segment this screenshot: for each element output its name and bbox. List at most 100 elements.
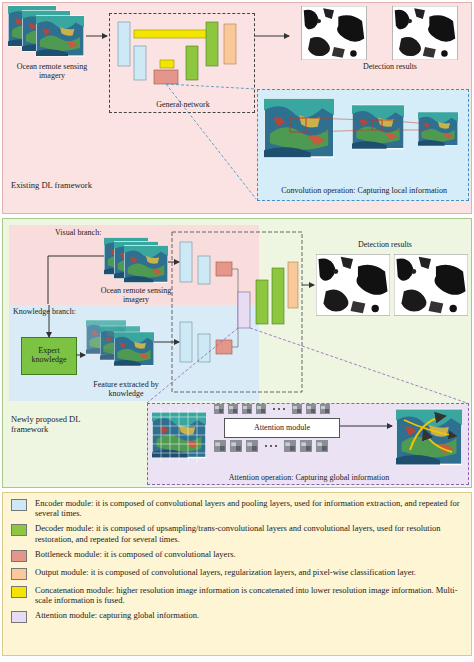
node-text: Attention operation: Capturing global in…	[148, 473, 470, 482]
illustration-part	[186, 46, 198, 80]
illustration-part	[180, 322, 192, 362]
illustration-part	[273, 408, 275, 410]
legend-entry: Encoder module: it is composed of convol…	[11, 498, 463, 518]
illustration-part	[134, 30, 214, 38]
operation-box: Attention operation: Capturing global in…	[147, 403, 469, 485]
illustration-part	[393, 6, 458, 60]
illustration-part	[152, 453, 206, 454]
node-text: Convolution operation: Capturing local i…	[258, 186, 470, 195]
process-box: Expert knowledge	[21, 337, 77, 375]
illustration-part	[418, 112, 458, 145]
illustration-part	[170, 408, 171, 462]
illustration-part	[228, 404, 238, 414]
legend-text: Attention module: capturing global infor…	[35, 610, 199, 620]
image-caption: Detection results	[330, 240, 440, 249]
network-blocks	[180, 242, 298, 362]
illustration-part	[306, 118, 430, 132]
legend-swatch	[11, 524, 27, 536]
flow-arrow	[254, 36, 289, 37]
illustration-part	[242, 404, 252, 414]
image-caption: Ocean remote sensing imagery	[96, 286, 176, 304]
illustration-part	[382, 120, 430, 124]
illustration-part	[8, 6, 56, 46]
illustration-part	[288, 262, 298, 308]
legend-entry: Decoder module: it is composed of upsamp…	[11, 523, 463, 543]
illustration-part	[216, 262, 232, 276]
flow-arrow	[49, 305, 50, 337]
illustration-part	[161, 408, 162, 462]
illustration-part	[147, 328, 238, 403]
illustration-part	[224, 24, 236, 64]
illustration-part	[246, 440, 258, 452]
detection-images	[302, 6, 458, 60]
illustration-part	[316, 440, 328, 452]
node-text: General network	[110, 100, 256, 109]
node-text: Expert knowledge	[22, 338, 76, 374]
detection-images	[316, 254, 468, 316]
legend-text: Encoder module: it is composed of convol…	[35, 498, 463, 518]
illustration-part	[320, 404, 330, 414]
illustration-part	[264, 99, 334, 157]
knowledge-feature-images	[86, 320, 154, 365]
illustration-part	[152, 408, 206, 462]
flow-arrow	[86, 36, 107, 37]
legend-swatch	[11, 611, 27, 623]
node-text: Visual branch:	[55, 228, 175, 237]
illustration-part	[410, 416, 445, 450]
illustration-part	[238, 292, 250, 328]
legend-box: Encoder module: it is composed of convol…	[2, 492, 472, 656]
illustration-part	[292, 404, 302, 414]
illustration-part	[214, 440, 226, 452]
illustration-part	[100, 326, 140, 359]
illustration-part	[284, 440, 296, 452]
illustration-part	[270, 445, 272, 447]
illustration-part	[216, 340, 232, 354]
node-text: Knowledge branch:	[13, 307, 133, 316]
illustration-part	[179, 408, 180, 462]
framework-panel: Existing DL framework General networkConv…	[2, 2, 472, 214]
illustration-part	[197, 408, 198, 462]
illustration-part	[118, 22, 130, 66]
illustration-part	[166, 84, 256, 199]
legend-entry: Bottleneck module: it is composed of con…	[11, 549, 463, 562]
leader-lines	[166, 84, 256, 199]
ocean-image-stack	[8, 6, 84, 56]
illustration-part	[152, 426, 206, 427]
illustration-part	[278, 408, 280, 410]
node-text: Existing DL framework	[11, 181, 131, 191]
flow-arrow	[154, 342, 179, 343]
flow-arrow	[76, 355, 85, 356]
legend-entry: Attention module: capturing global infor…	[11, 610, 463, 623]
illustration-part	[152, 417, 206, 418]
legend-entry: Concatenation module: higher resolution …	[11, 585, 463, 605]
illustration-part	[306, 130, 372, 132]
illustration-part	[290, 118, 306, 132]
illustration-part	[22, 11, 70, 51]
illustration-part	[206, 22, 218, 66]
illustration-part	[382, 130, 430, 131]
legend-swatch	[11, 586, 27, 598]
illustration-part	[283, 408, 285, 410]
flow-arrow	[302, 285, 314, 286]
illustration-part	[214, 404, 224, 414]
node-text: Newly proposed DL framework	[11, 415, 91, 435]
network-frame: General network	[109, 13, 255, 113]
illustration-part	[232, 269, 238, 347]
illustration-part	[104, 238, 148, 275]
legend-text: Bottleneck module: it is composed of con…	[35, 549, 236, 559]
illustration-part	[396, 410, 462, 465]
illustration-part	[124, 246, 168, 283]
illustration-part	[160, 60, 174, 68]
legend-text: Decoder module: it is composed of upsamp…	[35, 523, 463, 543]
legend-swatch	[11, 568, 27, 580]
module-box: Attention module	[224, 418, 340, 438]
illustration-part	[166, 84, 256, 89]
illustration-part	[250, 328, 467, 403]
illustration-part	[152, 435, 206, 436]
legend-text: Output module: it is composed of convolu…	[35, 567, 416, 577]
illustration-part	[424, 430, 452, 452]
illustration-part	[114, 332, 154, 365]
illustration-part	[152, 444, 206, 445]
illustration-part	[306, 118, 372, 120]
